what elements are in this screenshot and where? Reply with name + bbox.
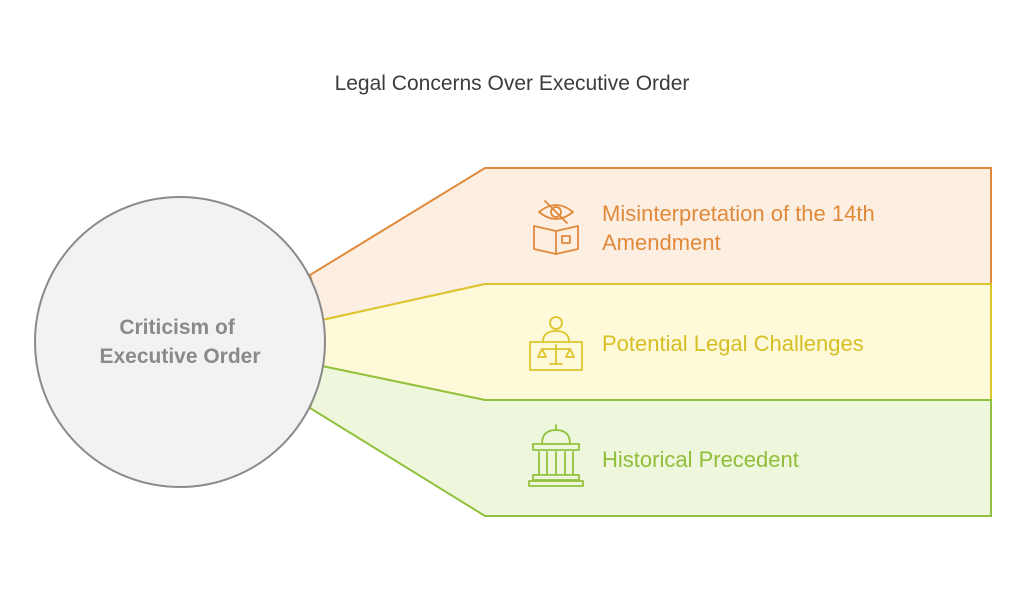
center-node: Criticism of Executive Order	[34, 196, 326, 488]
eye-book-icon	[533, 200, 579, 255]
center-circle	[34, 196, 326, 488]
center-label-line1: Criticism of	[119, 316, 236, 339]
band-misinterpretation-label: Misinterpretation of the 14th Amendment	[602, 201, 881, 255]
band-misinterpretation: Misinterpretation of the 14th Amendment	[308, 167, 992, 322]
band-historical-precedent-label: Historical Precedent	[602, 447, 799, 472]
diagram-title: Legal Concerns Over Executive Order	[335, 72, 690, 95]
courthouse-icon	[528, 424, 584, 487]
band-legal-challenges-label-line1: Potential Legal Challenges	[602, 331, 864, 356]
band-historical-precedent-label-line1: Historical Precedent	[602, 447, 799, 472]
band-legal-challenges: Potential Legal Challenges	[321, 283, 992, 401]
band-misinterpretation-label-line2: Amendment	[602, 230, 721, 255]
judge-scales-icon	[529, 316, 583, 371]
center-label: Criticism of Executive Order	[99, 316, 260, 368]
band-legal-challenges-label: Potential Legal Challenges	[602, 331, 864, 356]
center-label-line2: Executive Order	[99, 345, 260, 368]
band-misinterpretation-label-line1: Misinterpretation of the 14th	[602, 201, 875, 226]
